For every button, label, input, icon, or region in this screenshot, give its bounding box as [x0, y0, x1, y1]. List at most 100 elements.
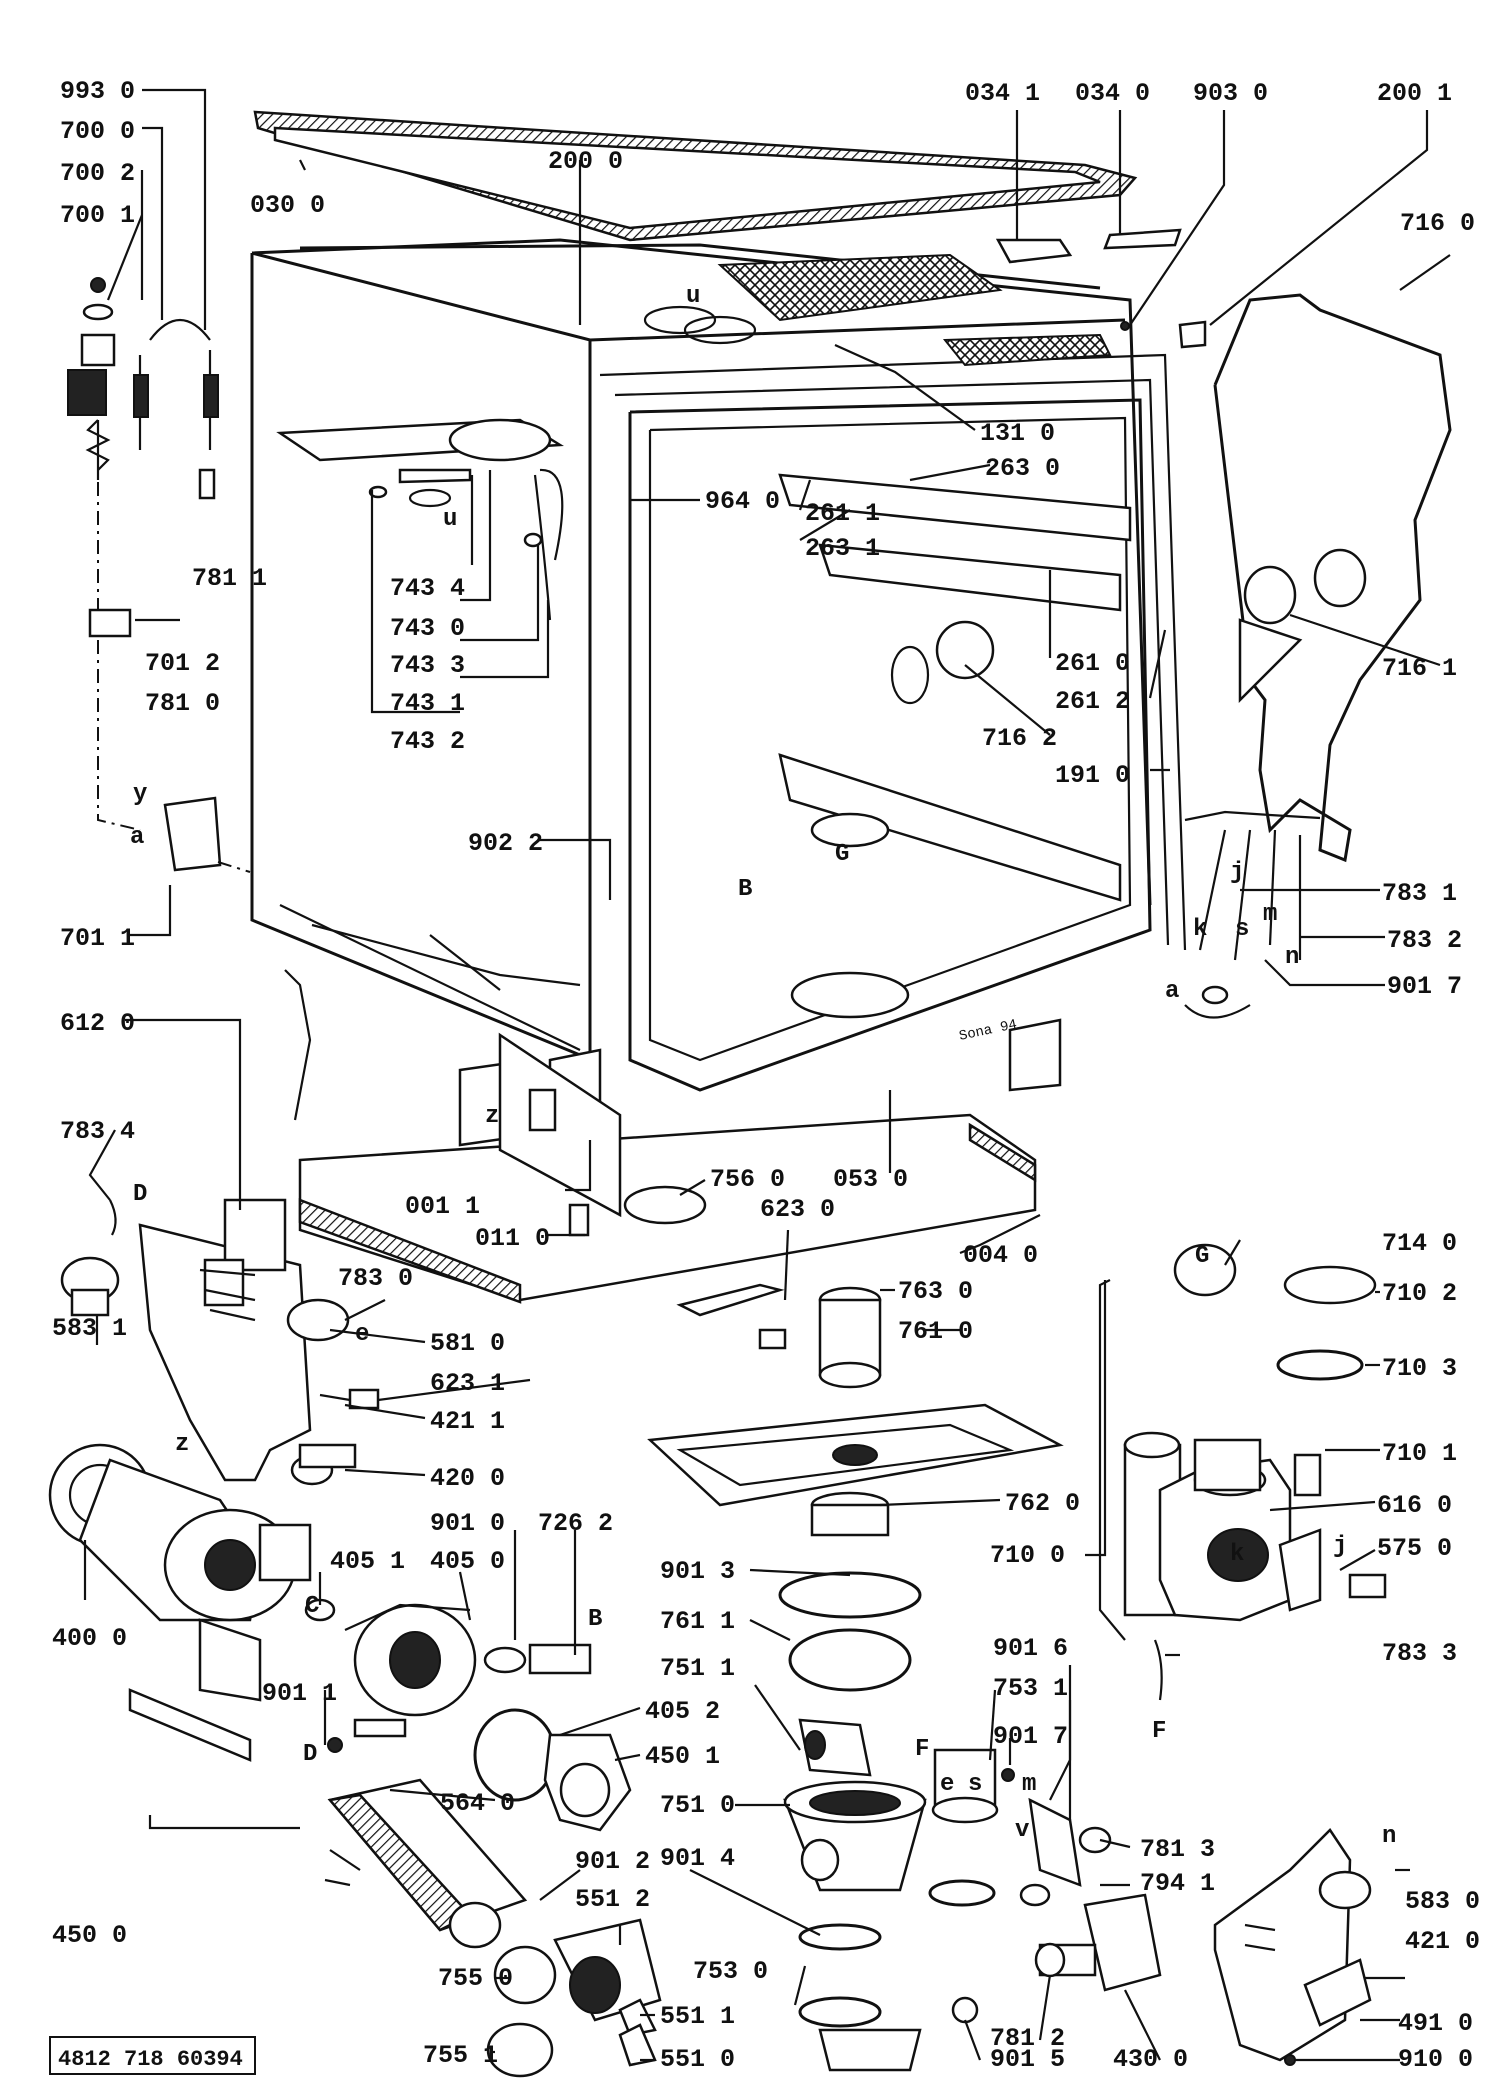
callout-label: 743 1 — [390, 689, 465, 718]
letter-marker: B — [738, 876, 752, 903]
callout-label: 716 2 — [982, 724, 1057, 753]
callout-label: 783 2 — [1387, 926, 1462, 955]
letter-markers: u u y a B G z j k s m n a D e G z C B k … — [130, 283, 1396, 1850]
callout-label: 261 2 — [1055, 687, 1130, 716]
callout-label: 700 1 — [60, 201, 135, 230]
callout-label: 001 1 — [405, 1192, 480, 1221]
callout-label: 551 0 — [660, 2045, 735, 2074]
worktop-lid — [253, 110, 1138, 242]
callout-label: 261 1 — [805, 499, 880, 528]
callout-label: 200 1 — [1377, 79, 1452, 108]
callout-label: 902 2 — [468, 829, 543, 858]
control-panel-bracket — [60, 1198, 380, 1486]
callout-labels: 993 0 700 0 700 2 700 1 030 0 200 0 034 … — [52, 77, 1480, 2074]
callout-label: 901 7 — [1387, 972, 1462, 1001]
water-softener — [1098, 1243, 1387, 1701]
letter-marker: z — [485, 1103, 499, 1130]
callout-label: 034 0 — [1075, 79, 1150, 108]
callout-label: 753 0 — [693, 1957, 768, 1986]
document-code: 4812 718 60394 — [58, 2047, 243, 2072]
callout-label: 551 2 — [575, 1885, 650, 1914]
pressure-switch — [928, 1748, 1015, 2024]
callout-label: 710 2 — [1382, 1279, 1457, 1308]
letter-marker: C — [305, 1593, 319, 1620]
callout-label: 616 0 — [1377, 1491, 1452, 1520]
letter-marker: F — [1152, 1718, 1166, 1745]
letter-marker: y — [133, 781, 147, 808]
letter-marker: m — [1263, 901, 1277, 928]
letter-marker: k — [1193, 916, 1207, 943]
callout-label: 491 0 — [1398, 2009, 1473, 2038]
callout-label: 004 0 — [963, 1241, 1038, 1270]
callout-label: 581 0 — [430, 1329, 505, 1358]
callout-label: 714 0 — [1382, 1229, 1457, 1258]
callout-label: 743 2 — [390, 727, 465, 756]
callout-label: 420 0 — [430, 1464, 505, 1493]
letter-marker: D — [303, 1741, 317, 1768]
letter-marker: F — [915, 1736, 929, 1763]
callout-label: 575 0 — [1377, 1534, 1452, 1563]
letter-marker: B — [588, 1606, 602, 1633]
callout-label: 430 0 — [1113, 2045, 1188, 2074]
letter-marker: u — [443, 506, 457, 533]
callout-label: 700 2 — [60, 159, 135, 188]
callout-label: 903 0 — [1193, 79, 1268, 108]
callout-label: 191 0 — [1055, 761, 1130, 790]
sump-assembly — [647, 1283, 1064, 2072]
callout-label: 200 0 — [548, 147, 623, 176]
callout-label: 405 0 — [430, 1547, 505, 1576]
callout-label: 583 1 — [52, 1314, 127, 1343]
callout-label: 783 0 — [338, 1264, 413, 1293]
callout-label: 743 0 — [390, 614, 465, 643]
callout-label: 011 0 — [475, 1224, 550, 1253]
callout-label: 901 3 — [660, 1557, 735, 1586]
letter-marker: G — [1195, 1243, 1209, 1270]
callout-label: 716 0 — [1400, 209, 1475, 238]
callout-label: 405 2 — [645, 1697, 720, 1726]
letter-marker: m — [1022, 1771, 1036, 1798]
wire-harness-right — [1184, 810, 1321, 1019]
callout-label: 901 4 — [660, 1844, 735, 1873]
callout-label: 701 2 — [145, 649, 220, 678]
letter-marker: a — [130, 824, 144, 851]
letter-marker: n — [1382, 1823, 1396, 1850]
heating-element — [324, 1778, 662, 2078]
lid-brackets — [995, 228, 1207, 349]
connector-assembly — [67, 277, 251, 873]
callout-label: 716 1 — [1382, 654, 1457, 683]
electronics-bracket — [1213, 1828, 1372, 2066]
letter-marker: s — [968, 1771, 982, 1798]
callout-label: 405 1 — [330, 1547, 405, 1576]
letter-marker: e — [355, 1321, 369, 1348]
callout-label: 131 0 — [980, 419, 1055, 448]
callout-label: 421 0 — [1405, 1927, 1480, 1956]
callout-label: 901 1 — [262, 1679, 337, 1708]
callout-label: 564 0 — [440, 1789, 515, 1818]
callout-label: 743 4 — [390, 574, 465, 603]
callout-label: 701 1 — [60, 924, 135, 953]
letter-marker: n — [1285, 944, 1299, 971]
letter-marker: v — [1015, 1817, 1029, 1844]
callout-label: 964 0 — [705, 487, 780, 516]
seals-and-hoses — [473, 1643, 632, 1832]
callout-label: 901 6 — [993, 1634, 1068, 1663]
callout-label: 400 0 — [52, 1624, 127, 1653]
callout-label: 763 0 — [898, 1277, 973, 1306]
document-code-box: 4812 718 60394 — [49, 2036, 256, 2075]
callout-label: 743 3 — [390, 651, 465, 680]
callout-label: 551 1 — [660, 2002, 735, 2031]
callout-label: 583 0 — [1405, 1887, 1480, 1916]
letter-marker: D — [133, 1181, 147, 1208]
callout-label: 783 4 — [60, 1117, 135, 1146]
callout-label: 710 3 — [1382, 1354, 1457, 1383]
callout-label: 421 1 — [430, 1407, 505, 1436]
callout-label: 794 1 — [1140, 1869, 1215, 1898]
callout-label: 781 3 — [1140, 1835, 1215, 1864]
callout-label: 761 0 — [898, 1317, 973, 1346]
callout-label: 753 1 — [993, 1674, 1068, 1703]
callout-label: 781 2 — [990, 2024, 1065, 2053]
callout-label: 783 3 — [1382, 1639, 1457, 1668]
callout-label: 751 0 — [660, 1791, 735, 1820]
callout-label: 993 0 — [60, 77, 135, 106]
